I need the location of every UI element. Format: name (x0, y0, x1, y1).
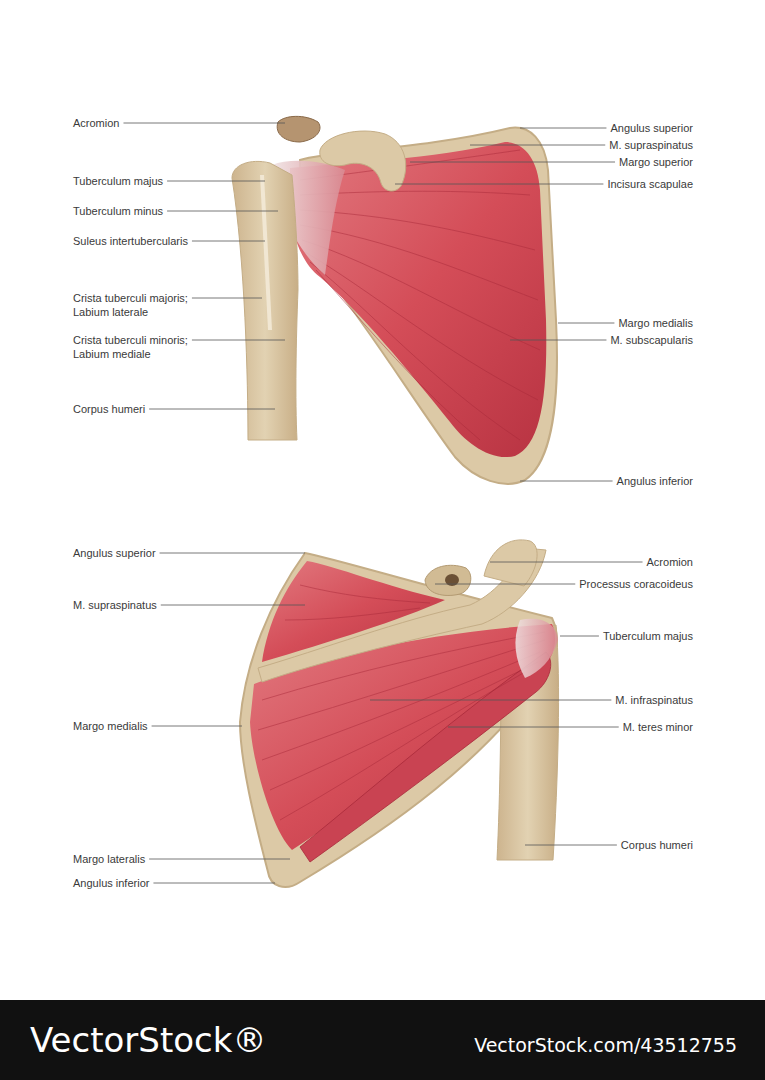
leader-line (160, 553, 305, 554)
part-label: Angulus inferior (73, 876, 149, 890)
leader-line (510, 340, 606, 341)
part-label: Processus coracoideus (579, 577, 693, 591)
part-label: Crista tuberculi majoris; Labium lateral… (73, 291, 208, 319)
watermark: VectorStock.com/43512755 (474, 1034, 737, 1057)
part-label: Angulus superior (610, 121, 693, 135)
part-label: Margo superior (619, 155, 693, 169)
leader-line (448, 727, 619, 728)
part-label: Margo lateralis (73, 852, 145, 866)
part-label: Tuberculum majus (603, 629, 693, 643)
leader-line (192, 298, 262, 299)
leader-line (520, 128, 606, 129)
part-label: Crista tuberculi minoris; Labium mediale (73, 333, 208, 361)
part-label: Acromion (73, 116, 119, 130)
leader-line (152, 726, 242, 727)
part-label: Incisura scapulae (607, 177, 693, 191)
leader-line (167, 211, 278, 212)
leader-line (520, 481, 613, 482)
leader-line (490, 562, 643, 563)
posterior-view (240, 540, 559, 887)
part-label: M. supraspinatus (73, 598, 157, 612)
part-label: M. teres minor (623, 720, 693, 734)
part-label: Angulus superior (73, 546, 156, 560)
part-label: Tuberculum minus (73, 204, 163, 218)
leader-line (410, 162, 615, 163)
leader-line (192, 340, 285, 341)
part-label: Margo medialis (618, 316, 693, 330)
part-label: Margo medialis (73, 719, 148, 733)
part-label: M. subscapularis (610, 333, 693, 347)
leader-line (560, 636, 599, 637)
anterior-view (232, 116, 557, 483)
part-label: Tuberculum majus (73, 174, 163, 188)
leader-line (558, 323, 614, 324)
leader-line (435, 584, 575, 585)
part-label: Angulus inferior (617, 474, 693, 488)
leader-line (153, 883, 275, 884)
leader-line (525, 845, 617, 846)
leader-line (395, 184, 603, 185)
part-label: Corpus humeri (621, 838, 693, 852)
leader-line (161, 605, 305, 606)
leader-line (167, 181, 265, 182)
leader-line (192, 241, 265, 242)
part-label: M. infraspinatus (615, 693, 693, 707)
watermark: VectorStock® (30, 1020, 266, 1061)
leader-line (470, 145, 605, 146)
leader-line (370, 700, 611, 701)
part-label: M. supraspinatus (609, 138, 693, 152)
part-label: Suleus intertubercularis (73, 234, 188, 248)
part-label: Corpus humeri (73, 402, 145, 416)
part-label: Acromion (647, 555, 693, 569)
leader-line (149, 859, 290, 860)
leader-line (149, 409, 275, 410)
leader-line (123, 123, 285, 124)
